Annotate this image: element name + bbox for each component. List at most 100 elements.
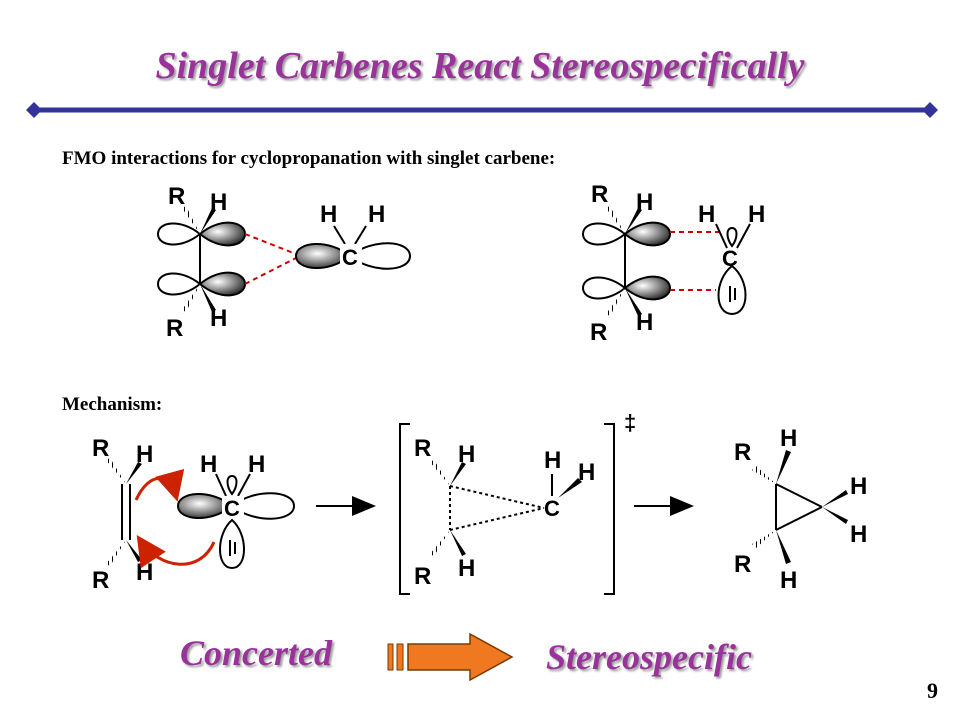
hash-bond: [606, 206, 625, 234]
p-orbital-shaded-lobe: [198, 221, 247, 247]
reactant-alkene: R H R H: [92, 435, 153, 594]
fmo-diagram-2: R H R H C H H: [581, 181, 765, 346]
c-h-bond: [736, 223, 751, 249]
atom-h: H: [200, 451, 217, 478]
wedge-bond: [776, 450, 791, 484]
product-cyclopropane: R H H H R H: [734, 425, 867, 594]
wedge-bond: [450, 462, 466, 486]
hash-bond: [182, 284, 200, 312]
atom-c: C: [224, 496, 240, 521]
atom-h: H: [578, 459, 595, 486]
p-orbital-shaded-lobe: [623, 275, 672, 301]
curved-arrow-pi-to-carbene: [134, 468, 185, 502]
carbene-sp2-lobe: [294, 242, 352, 270]
atom-c: C: [342, 245, 358, 270]
reactant-carbene: C H H: [176, 451, 296, 570]
p-orbital-white-lobe: [581, 222, 627, 246]
orbital-interaction-dash: [244, 257, 297, 285]
hash-bond: [106, 458, 126, 484]
hash-bond: [752, 466, 776, 484]
carbene-small-lobe: [226, 474, 238, 496]
wedge-bond: [625, 288, 642, 316]
atom-h: H: [210, 189, 227, 216]
atom-h: H: [544, 447, 561, 474]
hash-bond: [752, 530, 776, 548]
atom-r: R: [92, 435, 109, 462]
c-h-bond: [715, 223, 728, 249]
transition-state: ‡ R H R H C H H: [399, 410, 636, 595]
wedge-bond: [200, 208, 216, 234]
atom-h: H: [136, 559, 153, 586]
atom-h: H: [458, 441, 475, 468]
p-orbital-white-lobe: [156, 222, 202, 246]
atom-h: H: [780, 567, 797, 594]
atom-h: H: [210, 305, 227, 332]
atom-h: H: [698, 201, 715, 228]
atom-h: H: [748, 201, 765, 228]
double-dagger: ‡: [624, 410, 636, 435]
atom-r: R: [92, 567, 109, 594]
atom-r: R: [166, 315, 183, 342]
bracket-right: [604, 423, 615, 595]
curved-arrow-lone-pair-to-alkene: [136, 535, 216, 569]
wedge-bond: [200, 284, 216, 312]
carbene-sp2-lobe: [717, 264, 747, 316]
atom-h: H: [368, 201, 385, 228]
fmo-diagram-1: R H R H C H H: [156, 183, 412, 342]
atom-h: H: [248, 451, 265, 478]
wedge-bond: [822, 490, 848, 507]
atom-h: H: [136, 441, 153, 468]
atom-h: H: [636, 189, 653, 216]
atom-h: H: [458, 555, 475, 582]
atom-c: C: [722, 246, 738, 271]
atom-h: H: [780, 425, 797, 452]
atom-h: H: [636, 309, 653, 336]
fmo-label: FMO interactions for cyclopropanation wi…: [62, 148, 556, 169]
wedge-bond: [126, 462, 142, 484]
p-orbital-shaded-lobe: [623, 221, 672, 247]
carbene-sp2-lobe: [176, 492, 234, 520]
carbene-p-lobe: [726, 226, 738, 248]
c-h-bond: [354, 225, 367, 245]
partial-bond: [449, 485, 545, 509]
hash-bond: [430, 530, 450, 556]
hash-bond: [182, 206, 200, 234]
p-orbital-white-lobe: [156, 272, 202, 296]
atom-r: R: [590, 319, 607, 346]
atom-r: R: [168, 183, 185, 210]
concerted-label: Concerted: [180, 633, 332, 673]
atom-r: R: [414, 563, 431, 590]
p-orbital-shaded-lobe: [198, 271, 247, 297]
wedge-bond: [450, 530, 466, 556]
atom-h: H: [320, 201, 337, 228]
hash-bond: [606, 288, 625, 316]
wedge-bond: [558, 478, 582, 498]
stereospecific-label: Stereospecific: [546, 637, 752, 677]
c-h-bond: [237, 473, 251, 497]
atom-r: R: [734, 439, 751, 466]
atom-h: H: [850, 473, 867, 500]
hash-bond: [430, 460, 450, 486]
carbene-p-lobe: [348, 242, 412, 270]
block-arrow: [387, 632, 514, 682]
atom-r: R: [591, 181, 608, 208]
wedge-bond: [822, 507, 848, 524]
c-h-bond: [333, 225, 346, 245]
atom-r: R: [414, 435, 431, 462]
wedge-bond: [625, 208, 642, 234]
wedge-bond: [776, 530, 791, 564]
c-h-bond: [215, 473, 227, 497]
carbene-p-lobe: [230, 492, 296, 520]
atom-c: C: [544, 496, 560, 521]
p-orbital-white-lobe: [581, 276, 627, 300]
hash-bond: [106, 540, 126, 566]
carbene-p-lobe: [219, 518, 245, 570]
slide-title: Singlet Carbenes React Stereospecificall…: [155, 45, 805, 87]
page-number: 9: [927, 678, 938, 703]
partial-bond: [449, 507, 545, 531]
mechanism-label: Mechanism:: [62, 394, 163, 415]
title-rule: [26, 102, 938, 118]
atom-r: R: [734, 551, 751, 578]
atom-h: H: [850, 521, 867, 548]
